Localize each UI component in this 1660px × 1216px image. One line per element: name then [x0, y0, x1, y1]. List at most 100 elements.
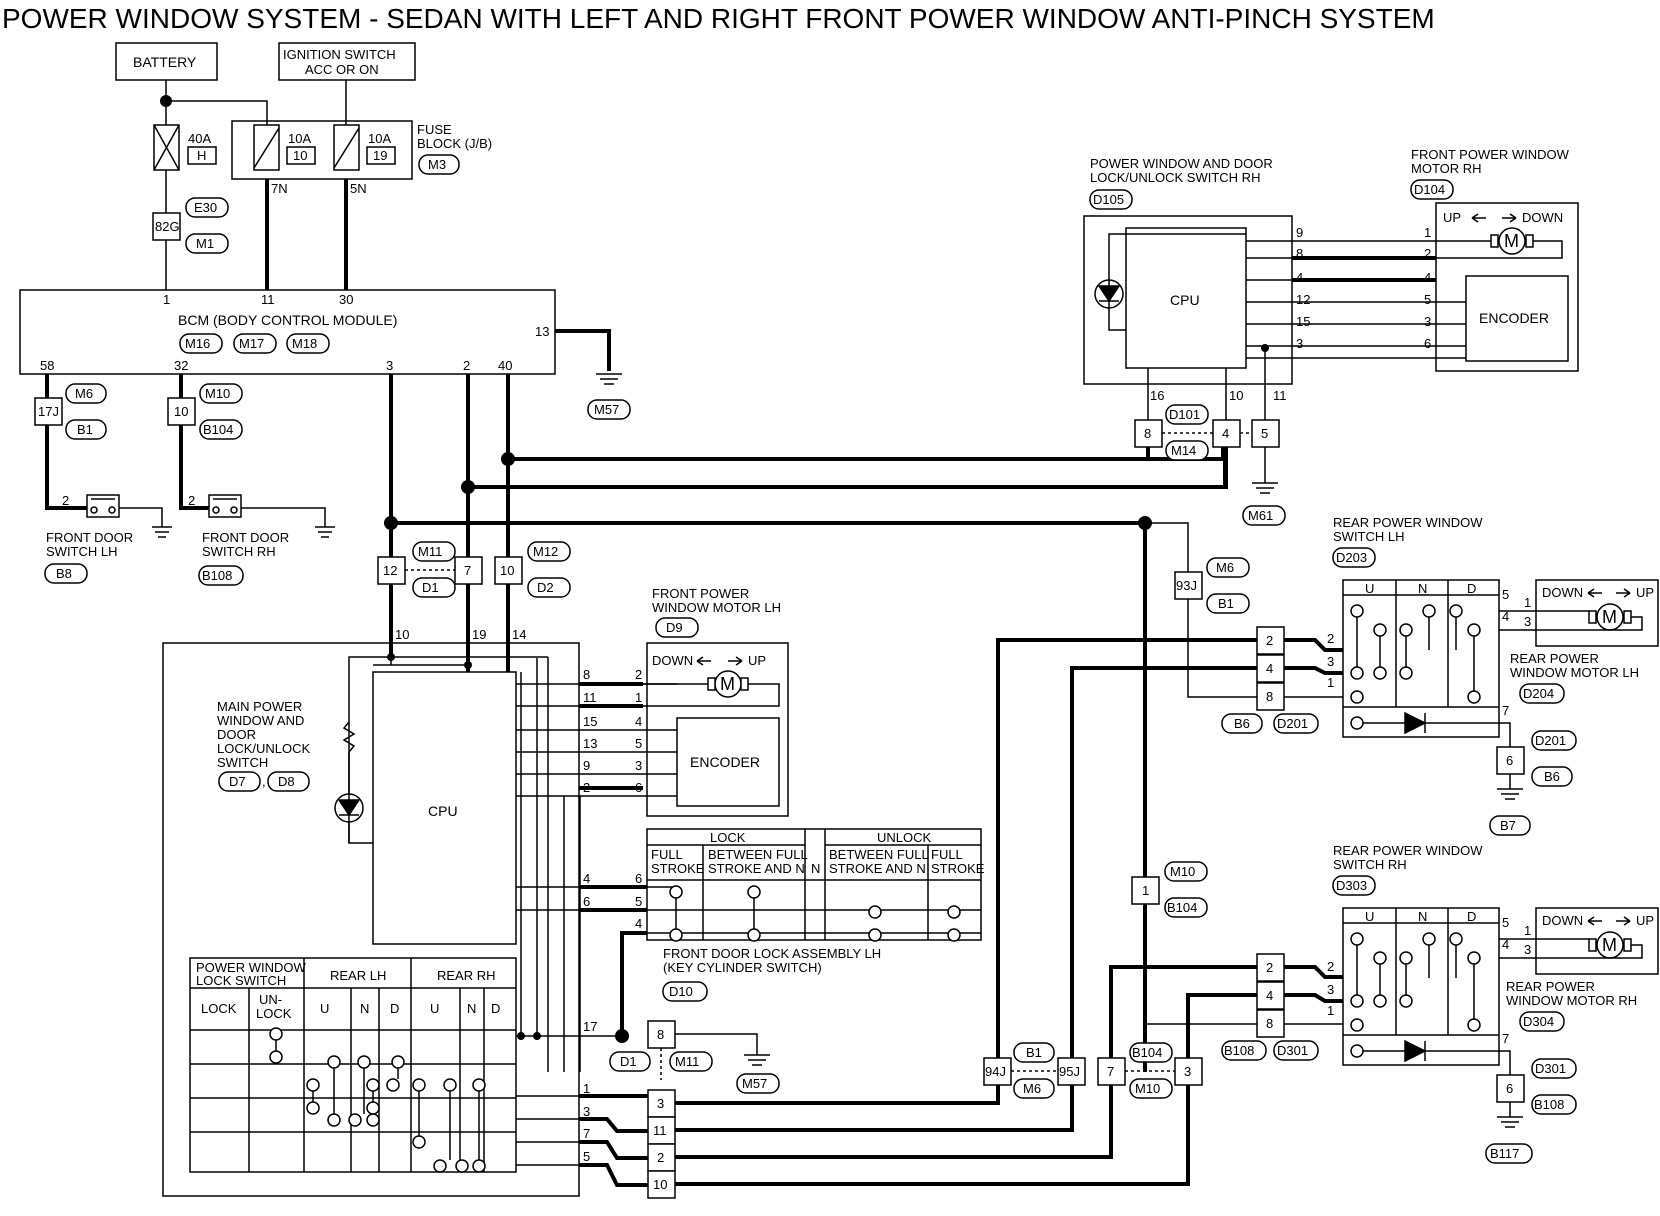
svg-text:UP: UP: [748, 653, 766, 668]
bcm-ground: M57: [587, 373, 631, 420]
svg-text:4: 4: [1222, 426, 1229, 441]
svg-text:5: 5: [1261, 426, 1268, 441]
rear-lh-connectors: 2 4 8 B6 D201 6 D201 B6 B7: [1221, 626, 1577, 836]
svg-text:M11: M11: [418, 544, 442, 559]
svg-text:M: M: [1602, 607, 1617, 627]
svg-text:MOTOR RH: MOTOR RH: [1411, 161, 1482, 176]
svg-text:3: 3: [1327, 654, 1334, 669]
svg-text:D101: D101: [1169, 407, 1200, 422]
svg-text:2: 2: [635, 667, 642, 682]
svg-text:B104: B104: [203, 422, 233, 437]
svg-text:4: 4: [583, 871, 590, 886]
svg-text:82G: 82G: [155, 219, 180, 234]
svg-text:ENCODER: ENCODER: [1479, 310, 1549, 326]
svg-text:1: 1: [1524, 595, 1531, 610]
svg-text:BATTERY: BATTERY: [133, 54, 197, 70]
svg-text:N: N: [467, 1001, 476, 1016]
rear-power-window-switch-rh: REAR POWER WINDOW SWITCH RH D303 U N D 2…: [1327, 843, 1509, 1066]
svg-text:UP: UP: [1636, 913, 1654, 928]
svg-text:DOWN: DOWN: [652, 653, 693, 668]
svg-text:BETWEEN FULL: BETWEEN FULL: [708, 847, 808, 862]
svg-text:U: U: [1365, 909, 1374, 924]
svg-text:B6: B6: [1234, 716, 1250, 731]
svg-text:U: U: [1365, 581, 1374, 596]
svg-text:2: 2: [1327, 631, 1334, 646]
svg-text:M10: M10: [205, 386, 230, 401]
svg-text:D105: D105: [1093, 192, 1124, 207]
svg-text:N: N: [1418, 909, 1427, 924]
svg-text:3: 3: [1424, 314, 1431, 329]
svg-text:FULL: FULL: [931, 847, 963, 862]
svg-text:5N: 5N: [350, 181, 367, 196]
svg-text:U: U: [320, 1001, 329, 1016]
svg-text:N: N: [1418, 581, 1427, 596]
svg-text:STROKE: STROKE: [931, 861, 985, 876]
svg-text:8: 8: [1296, 246, 1303, 261]
svg-text:WINDOW MOTOR LH: WINDOW MOTOR LH: [1510, 665, 1639, 680]
svg-text:94J: 94J: [985, 1064, 1006, 1079]
svg-text:REAR RH: REAR RH: [437, 968, 496, 983]
svg-text:1: 1: [1142, 883, 1149, 898]
svg-text:M6: M6: [1216, 560, 1234, 575]
lower-connectors: 8 D1 M11 M57 3 11 2 10: [609, 1020, 780, 1199]
svg-text:M17: M17: [239, 336, 264, 351]
svg-text:13: 13: [583, 736, 597, 751]
svg-text:M61: M61: [1248, 508, 1273, 523]
svg-text:4: 4: [1502, 937, 1509, 952]
svg-text:4: 4: [1266, 661, 1273, 676]
svg-text:10: 10: [293, 148, 307, 163]
svg-text:CPU: CPU: [1170, 292, 1200, 308]
svg-text:9: 9: [583, 758, 590, 773]
svg-text:M16: M16: [185, 336, 210, 351]
svg-text:3: 3: [1296, 336, 1303, 351]
svg-text:5: 5: [1502, 915, 1509, 930]
svg-text:POWER WINDOW: POWER WINDOW: [196, 960, 306, 975]
svg-text:D: D: [1467, 909, 1476, 924]
svg-text:M57: M57: [594, 402, 619, 417]
rear-rh-connectors: 2 4 8 B108 D301 6 D301 B108 B117: [1221, 953, 1577, 1164]
power-window-lock-switch-rh: POWER WINDOW AND DOOR LOCK/UNLOCK SWITCH…: [1083, 156, 1310, 403]
svg-text:5: 5: [635, 894, 642, 909]
svg-text:FUSE: FUSE: [417, 122, 452, 137]
svg-text:E30: E30: [194, 200, 217, 215]
svg-text:6: 6: [1506, 1081, 1513, 1096]
svg-text:BCM (BODY CONTROL MODULE): BCM (BODY CONTROL MODULE): [178, 312, 397, 328]
svg-text:REAR POWER WINDOW: REAR POWER WINDOW: [1333, 515, 1483, 530]
ignition-switch: IGNITION SWITCH ACC OR ON: [278, 42, 416, 81]
svg-text:LOCK: LOCK: [256, 1006, 292, 1021]
svg-text:19: 19: [472, 627, 486, 642]
svg-text:N: N: [811, 861, 820, 876]
svg-text:REAR LH: REAR LH: [330, 968, 386, 983]
svg-text:FRONT DOOR LOCK ASSEMBLY LH: FRONT DOOR LOCK ASSEMBLY LH: [663, 946, 881, 961]
svg-text:DOOR: DOOR: [217, 727, 256, 742]
svg-text:B108: B108: [1224, 1043, 1254, 1058]
svg-text:5: 5: [1424, 292, 1431, 307]
svg-text:17J: 17J: [38, 404, 59, 419]
connector-93j: 93J M6 B1: [1174, 557, 1250, 614]
svg-text:BETWEEN FULL: BETWEEN FULL: [829, 847, 929, 862]
svg-text:D1: D1: [620, 1054, 637, 1069]
svg-text:LOCK: LOCK: [201, 1001, 237, 1016]
front-door-switch-rh: 2 FRONT DOOR SWITCH RH B108: [188, 493, 335, 586]
svg-text:M57: M57: [742, 1076, 767, 1091]
svg-text:2: 2: [463, 358, 470, 373]
svg-text:FRONT DOOR: FRONT DOOR: [202, 530, 289, 545]
power-window-lock-switch-table: POWER WINDOW LOCK SWITCH REAR LH REAR RH…: [189, 957, 517, 1173]
svg-text:D304: D304: [1523, 1014, 1554, 1029]
svg-text:(KEY CYLINDER SWITCH): (KEY CYLINDER SWITCH): [663, 960, 822, 975]
svg-text:M3: M3: [428, 157, 446, 172]
svg-text:B117: B117: [1490, 1146, 1519, 1161]
svg-text:7: 7: [1107, 1064, 1114, 1079]
svg-text:B1: B1: [1026, 1045, 1042, 1060]
svg-text:UN-: UN-: [259, 992, 282, 1007]
svg-text:FRONT DOOR: FRONT DOOR: [46, 530, 133, 545]
svg-text:M10: M10: [1170, 864, 1195, 879]
svg-text:17: 17: [583, 1019, 597, 1034]
svg-text:1: 1: [583, 1081, 590, 1096]
svg-text:M: M: [1602, 935, 1617, 955]
connector-1-m10: 1 M10 B104: [1131, 861, 1208, 918]
key-cylinder-switch-table: LOCK UNLOCK FULL STROKE BETWEEN FULL STR…: [635, 828, 985, 942]
svg-text:DOWN: DOWN: [1522, 210, 1563, 225]
svg-text:6: 6: [635, 871, 642, 886]
svg-text:8: 8: [583, 667, 590, 682]
